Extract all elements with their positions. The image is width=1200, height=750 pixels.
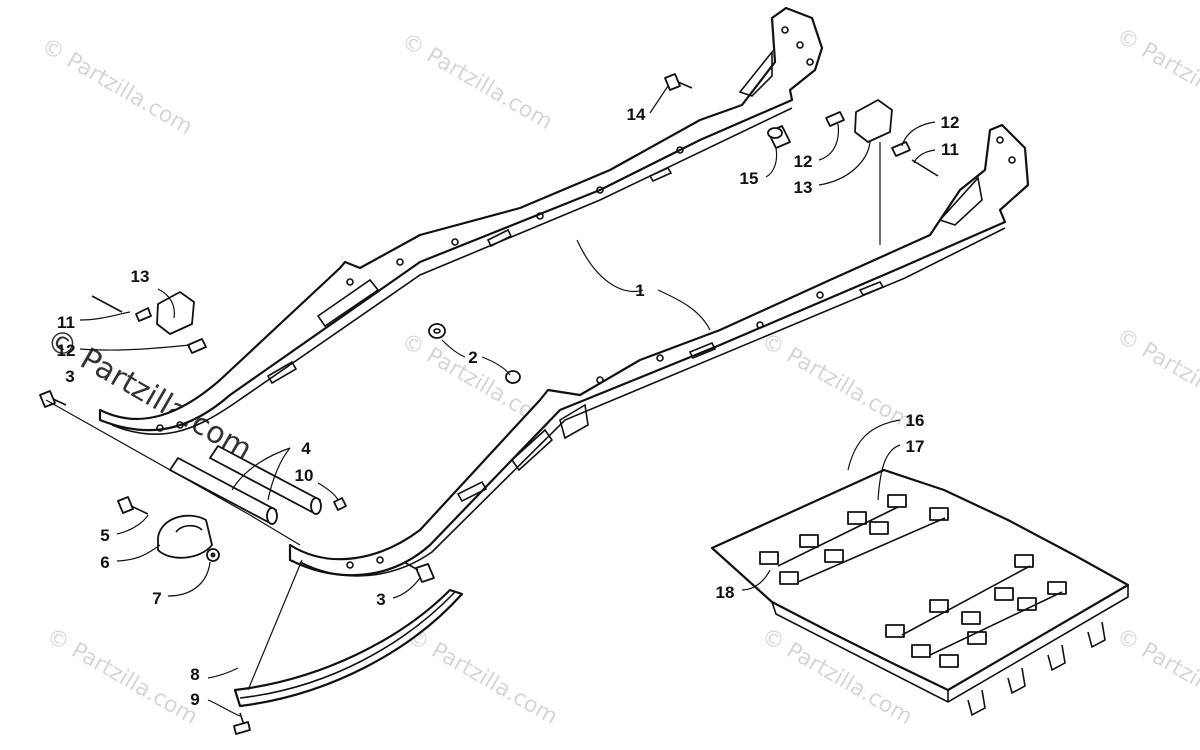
callout-1: 1 — [635, 281, 644, 300]
pin-11 — [91, 295, 123, 313]
track-lugs — [967, 621, 1106, 717]
callout-7: 7 — [152, 589, 161, 608]
callout-12: 12 — [794, 152, 813, 171]
clip-12 — [891, 141, 911, 157]
bolt-14 — [664, 73, 681, 91]
clip-12 — [135, 307, 152, 322]
leader-lines — [45, 85, 936, 717]
track-clips — [759, 494, 1067, 668]
callout-13: 13 — [131, 267, 150, 286]
axis-line — [45, 399, 251, 516]
watermark: © Partzilla.com — [1112, 324, 1200, 431]
callout-17: 17 — [906, 437, 925, 456]
callout-12: 12 — [57, 341, 76, 360]
clip-12 — [825, 111, 845, 127]
callout-6: 6 — [100, 553, 109, 572]
callout-14: 14 — [627, 105, 646, 124]
wheel-6 — [157, 514, 213, 559]
callout-12: 12 — [941, 113, 960, 132]
drive-track — [710, 468, 1130, 717]
wear-strip — [233, 588, 464, 735]
clip-12 — [187, 338, 207, 354]
callout-8: 8 — [190, 665, 199, 684]
callout-15: 15 — [740, 169, 759, 188]
cross-shafts — [169, 445, 322, 525]
watermark: © Partzilla.com — [397, 29, 557, 136]
callout-3: 3 — [65, 367, 74, 386]
pin-11 — [911, 159, 939, 177]
bolt-3-left — [39, 390, 56, 408]
bolt-3-right — [415, 563, 435, 583]
front-slide-rail — [288, 123, 1030, 577]
callout-11: 11 — [57, 313, 75, 332]
bolt-5 — [117, 496, 134, 514]
callout-2: 2 — [468, 348, 477, 367]
callout-10: 10 — [295, 466, 314, 485]
nut-10 — [333, 497, 347, 511]
callout-11: 11 — [941, 140, 959, 159]
stopper-block-13-left — [156, 291, 195, 335]
watermark: © Partzilla.com — [402, 624, 562, 731]
callout-16: 16 — [906, 411, 925, 430]
callout-5: 5 — [100, 526, 109, 545]
watermark: © Partzilla.com — [757, 329, 917, 436]
callout-18: 18 — [716, 583, 735, 602]
callout-labels: 14 15 12 13 12 11 1 2 13 11 12 3 4 10 5 … — [57, 105, 960, 709]
stopper-block-13-right — [854, 99, 893, 143]
callout-3: 3 — [376, 590, 385, 609]
callout-9: 9 — [190, 690, 199, 709]
washer-2 — [428, 323, 446, 339]
rear-slide-rail — [98, 6, 824, 436]
callout-4: 4 — [301, 439, 311, 458]
callout-13: 13 — [794, 178, 813, 197]
watermark: © Partzilla.com — [1112, 624, 1200, 731]
watermark: © Partzilla.com — [42, 624, 202, 731]
watermark: © Partzilla.com — [37, 34, 197, 141]
watermark: © Partzilla.com — [1112, 24, 1200, 131]
hardware — [39, 73, 939, 583]
